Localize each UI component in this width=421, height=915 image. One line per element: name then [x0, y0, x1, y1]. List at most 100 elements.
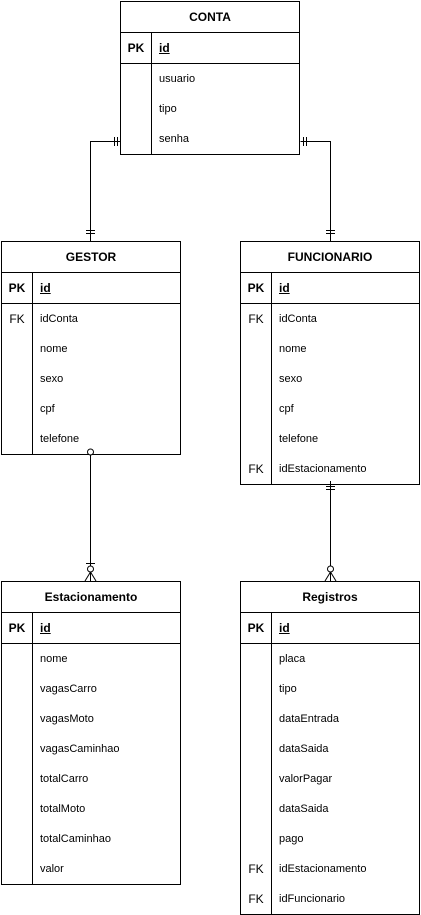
field-name: telefone: [279, 433, 319, 445]
rel-conta-gestor-line[interactable]: [90, 141, 121, 242]
field-row[interactable]: telefone: [2, 424, 180, 454]
entity-title: CONTA: [121, 2, 299, 33]
field-name: usuario: [159, 73, 196, 85]
rel-funcionario-registros-crow-1: [324, 571, 331, 582]
field-name: tipo: [159, 103, 177, 115]
rel-funcionario-registros-circle-reg: [327, 565, 334, 573]
field-row[interactable]: nome: [241, 334, 419, 364]
field-name: idFuncionario: [279, 893, 346, 905]
field-row[interactable]: dataSaida: [241, 794, 419, 824]
key-column-divider: [151, 33, 152, 63]
field-row[interactable]: nome: [2, 334, 180, 364]
field-name: sexo: [279, 373, 303, 385]
field-row[interactable]: FK idConta: [2, 304, 180, 334]
field-name: nome: [40, 343, 68, 355]
entity-title: Estacionamento: [2, 582, 180, 613]
entity-title: GESTOR: [2, 242, 180, 273]
field-name: senha: [159, 133, 189, 145]
field-row[interactable]: FK idConta: [241, 304, 419, 334]
rel-gestor-estacionamento-crow-2: [90, 571, 97, 582]
key-label: PK: [247, 621, 265, 635]
field-name: cpf: [40, 403, 55, 415]
field-row[interactable]: cpf: [2, 394, 180, 424]
field-row[interactable]: usuario: [121, 64, 299, 94]
field-name: idConta: [40, 313, 78, 325]
key-label: FK: [248, 892, 264, 906]
entity-title: FUNCIONARIO: [241, 242, 419, 273]
field-row[interactable]: placa: [241, 644, 419, 674]
key-label: PK: [8, 281, 26, 295]
field-row[interactable]: sexo: [241, 364, 419, 394]
field-row[interactable]: totalMoto: [2, 794, 180, 824]
field-name: totalCaminhao: [40, 833, 111, 845]
field-row[interactable]: cpf: [241, 394, 419, 424]
field-name: dataEntrada: [279, 713, 339, 725]
key-column-divider: [271, 644, 272, 914]
field-name: telefone: [40, 433, 80, 445]
field-list: usuario tipo senha: [121, 64, 299, 154]
key-label: FK: [9, 312, 25, 326]
field-row[interactable]: pago: [241, 824, 419, 854]
field-name: sexo: [40, 373, 64, 385]
key-column-divider: [32, 304, 33, 454]
key-column-divider: [151, 64, 152, 154]
field-name: id: [279, 281, 290, 295]
field-row[interactable]: dataEntrada: [241, 704, 419, 734]
rel-conta-funcionario-line[interactable]: [300, 141, 331, 242]
key-label: FK: [248, 862, 264, 876]
field-row[interactable]: sexo: [2, 364, 180, 394]
field-row[interactable]: valorPagar: [241, 764, 419, 794]
field-row[interactable]: tipo: [241, 674, 419, 704]
field-name: vagasCaminhao: [40, 743, 120, 755]
field-row[interactable]: valor: [2, 854, 180, 884]
field-row[interactable]: telefone: [241, 424, 419, 454]
field-list: nome vagasCarro vagasMoto vagasCaminhao tota…: [2, 644, 180, 884]
key-column-divider: [271, 613, 272, 643]
field-row[interactable]: dataSaida: [241, 734, 419, 764]
field-name: placa: [279, 653, 306, 665]
rel-gestor-estacionamento-crow-1: [84, 571, 91, 582]
rel-funcionario-registros-crow-2: [330, 571, 337, 582]
field-row[interactable]: vagasCaminhao: [2, 734, 180, 764]
rel-gestor-estacionamento-circle-est: [87, 565, 94, 573]
key-label: FK: [248, 312, 264, 326]
field-name: tipo: [279, 683, 297, 695]
field-row[interactable]: totalCarro: [2, 764, 180, 794]
field-name: dataSaida: [279, 743, 329, 755]
rel-gestor-estacionamento-circle-gestor: [87, 448, 94, 456]
field-name: nome: [279, 343, 307, 355]
field-row[interactable]: totalCaminhao: [2, 824, 180, 854]
field-name: totalCarro: [40, 773, 89, 785]
key-label: FK: [248, 462, 264, 476]
field-row[interactable]: vagasCarro: [2, 674, 180, 704]
field-name: vagasCarro: [40, 683, 97, 695]
field-name: idConta: [279, 313, 317, 325]
key-label: PK: [8, 621, 26, 635]
field-list: placa tipo dataEntrada dataSaida valorPagar d…: [241, 644, 419, 914]
field-row[interactable]: tipo: [121, 94, 299, 124]
field-row[interactable]: vagasMoto: [2, 704, 180, 734]
field-row[interactable]: FK idFuncionario: [241, 884, 419, 914]
field-name: dataSaida: [279, 803, 329, 815]
primary-key-row[interactable]: PK id: [241, 273, 419, 304]
field-row[interactable]: senha: [121, 124, 299, 154]
field-list: FK idConta nome sexo cpf telefone: [2, 304, 180, 454]
key-label: PK: [127, 41, 145, 55]
entity-title: Registros: [241, 582, 419, 613]
key-label: PK: [247, 281, 265, 295]
field-row[interactable]: nome: [2, 644, 180, 674]
field-name: vagasMoto: [40, 713, 94, 725]
key-column-divider: [32, 644, 33, 884]
field-name: valorPagar: [279, 773, 333, 785]
